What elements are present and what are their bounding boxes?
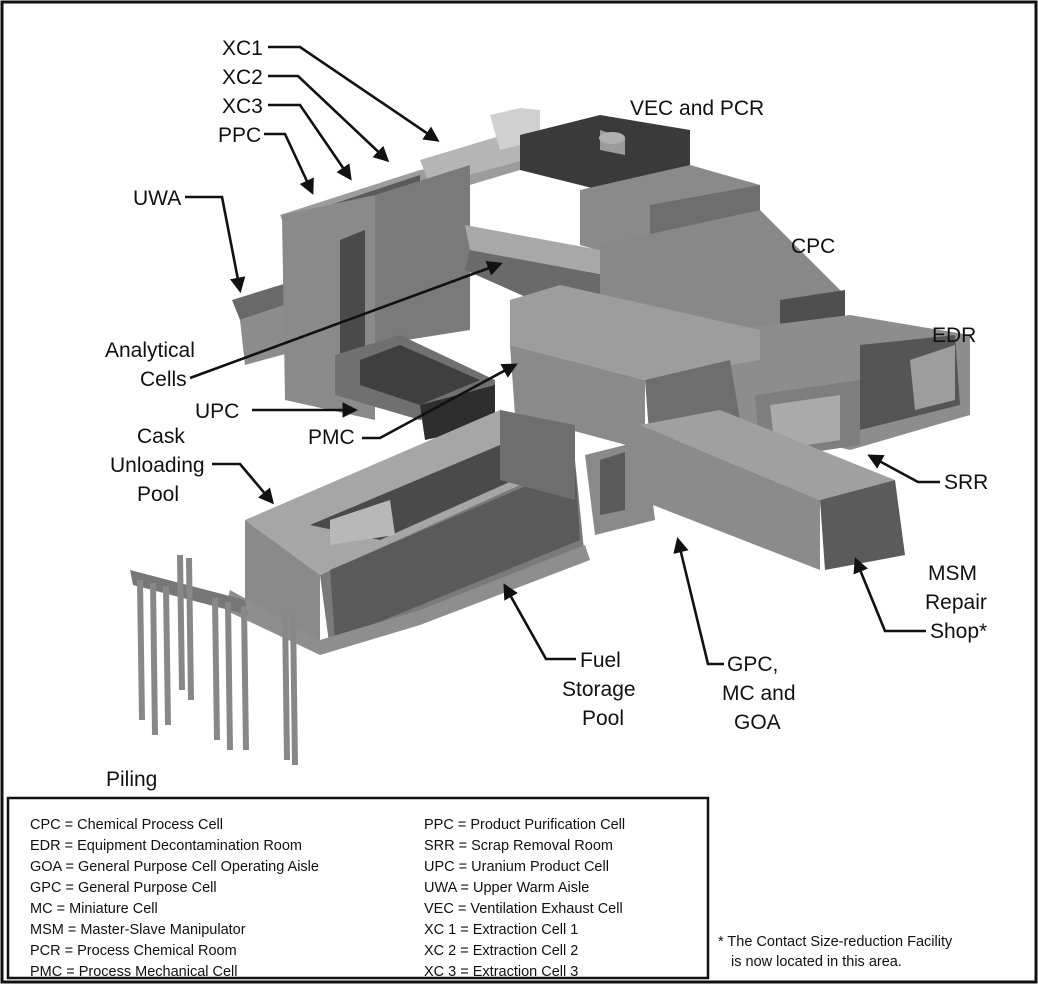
- legend-item: VEC = Ventilation Exhaust Cell: [424, 901, 623, 917]
- arrow-pmc: [362, 363, 518, 440]
- label-msm-3: Shop*: [930, 620, 987, 643]
- legend-right-column: PPC = Product Purification Cell SRR = Sc…: [424, 817, 625, 980]
- label-fuel-1: Fuel: [580, 649, 621, 672]
- label-xc1: XC1: [222, 37, 263, 60]
- label-cask-2: Unloading: [110, 454, 205, 477]
- footnote-line-2: is now located in this area.: [731, 954, 902, 970]
- label-cpc: CPC: [791, 235, 835, 258]
- arrow-xc3: [268, 103, 352, 181]
- arrow-ppc: [264, 132, 314, 195]
- label-xc3: XC3: [222, 95, 263, 118]
- arrow-xc2: [268, 74, 390, 163]
- arrow-analytical: [189, 260, 503, 380]
- arrow-fuel: [503, 583, 576, 661]
- label-vec-pcr: VEC and PCR: [630, 97, 764, 120]
- legend-item: CPC = Chemical Process Cell: [30, 817, 223, 833]
- callouts: XC1 XC2 XC3 PPC UWA VEC and PCR CPC EDR …: [105, 37, 988, 791]
- legend-item: GOA = General Purpose Cell Operating Ais…: [30, 859, 319, 875]
- legend-box: [6, 796, 710, 980]
- arrow-srr: [867, 454, 940, 484]
- label-xc2: XC2: [222, 66, 263, 89]
- label-cask-3: Pool: [137, 483, 179, 506]
- block-msm-shop: [820, 480, 905, 570]
- legend-item: XC 1 = Extraction Cell 1: [424, 922, 578, 938]
- label-fuel-3: Pool: [582, 707, 624, 730]
- facility-model: [225, 108, 970, 655]
- legend-item: XC 2 = Extraction Cell 2: [424, 943, 578, 959]
- label-analytical-2: Cells: [140, 368, 187, 391]
- label-fuel-2: Storage: [562, 678, 636, 701]
- label-cask-1: Cask: [137, 425, 185, 448]
- legend-item: PCR = Process Chemical Room: [30, 943, 237, 959]
- legend-item: MC = Miniature Cell: [30, 901, 158, 917]
- label-ppc: PPC: [218, 124, 261, 147]
- arrow-msm: [853, 557, 926, 633]
- label-piling: Piling: [106, 768, 157, 791]
- legend-item: XC 3 = Extraction Cell 3: [424, 964, 578, 980]
- label-msm-1: MSM: [928, 562, 977, 585]
- block-analytical-cells: [465, 225, 605, 275]
- label-analytical-1: Analytical: [105, 339, 195, 362]
- label-pmc: PMC: [308, 426, 355, 449]
- label-msm-2: Repair: [925, 591, 987, 614]
- label-gpc-1: GPC,: [727, 653, 778, 676]
- legend-item: UPC = Uranium Product Cell: [424, 859, 609, 875]
- legend-item: UWA = Upper Warm Aisle: [424, 880, 589, 896]
- legend-item: GPC = General Purpose Cell: [30, 880, 217, 896]
- label-srr: SRR: [944, 471, 988, 494]
- label-edr: EDR: [932, 324, 976, 347]
- arrow-gpc: [673, 536, 724, 666]
- legend-item: PPC = Product Purification Cell: [424, 817, 625, 833]
- piling-columns: [130, 554, 298, 766]
- label-upc: UPC: [195, 400, 239, 423]
- block-uwa: [232, 282, 300, 320]
- arrow-uwa: [185, 195, 246, 294]
- legend-item: EDR = Equipment Decontamination Room: [30, 838, 302, 854]
- footnote-line-1: * The Contact Size-reduction Facility: [718, 934, 953, 950]
- block-pmc: [510, 285, 760, 380]
- arrow-xc1: [268, 45, 440, 142]
- legend-left-column: CPC = Chemical Process Cell EDR = Equipm…: [30, 817, 319, 980]
- arrow-cask: [212, 462, 275, 505]
- label-gpc-3: GOA: [734, 711, 781, 734]
- legend-item: PMC = Process Mechanical Cell: [30, 964, 238, 980]
- label-gpc-2: MC and: [722, 682, 796, 705]
- block-vec-pcr: [520, 115, 690, 190]
- label-uwa: UWA: [133, 187, 181, 210]
- legend-item: MSM = Master-Slave Manipulator: [30, 922, 246, 938]
- legend-item: SRR = Scrap Removal Room: [424, 838, 613, 854]
